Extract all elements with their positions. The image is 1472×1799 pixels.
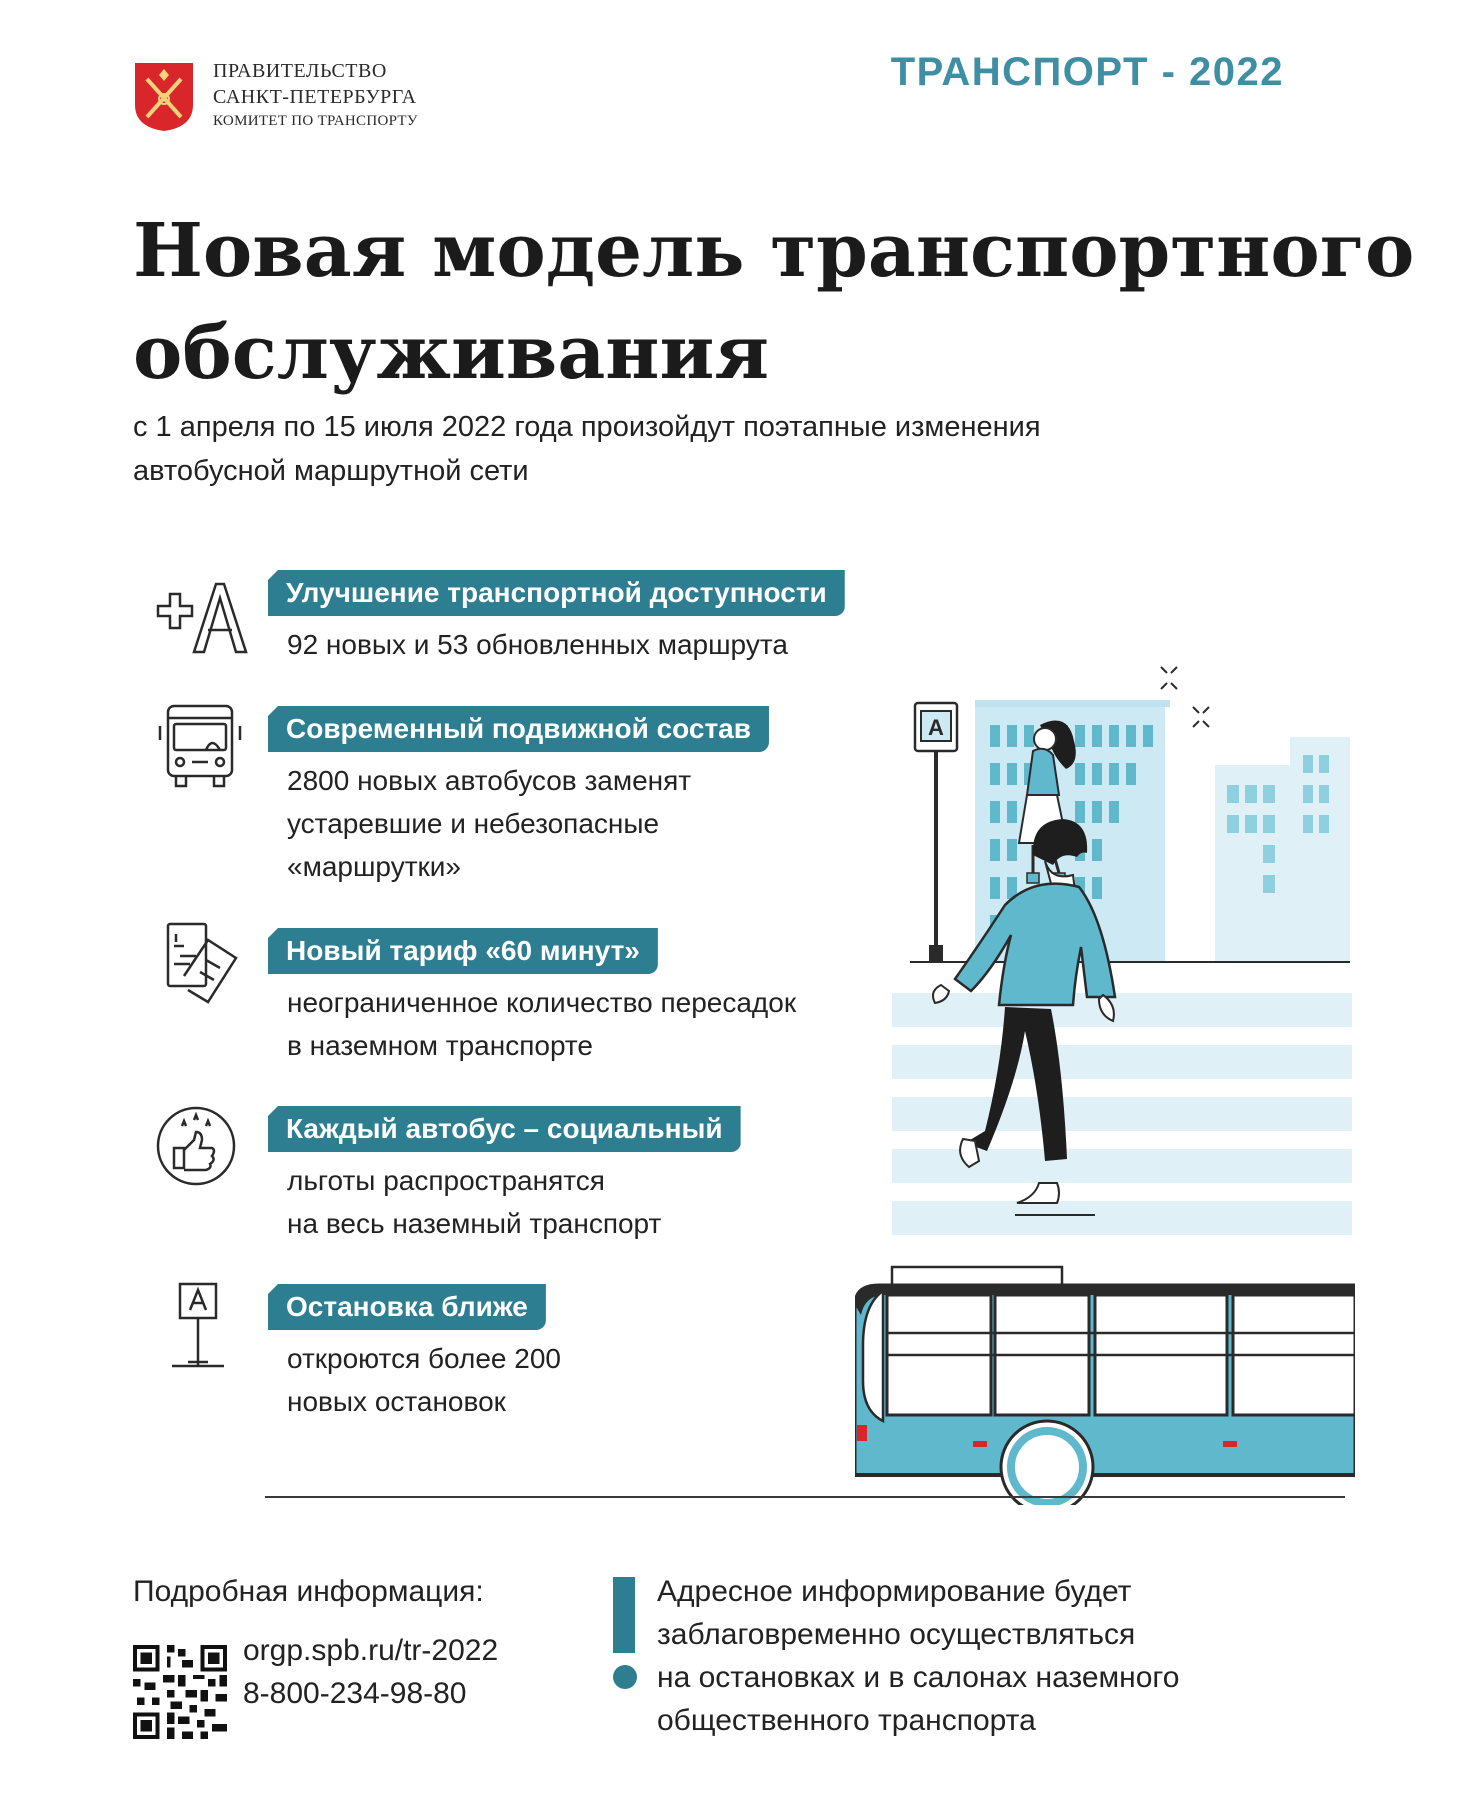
feature-desc-line: 2800 новых автобусов заменят — [287, 765, 692, 796]
qr-code-icon[interactable] — [133, 1645, 227, 1739]
gov-name-line-1: ПРАВИТЕЛЬСТВО — [213, 60, 387, 82]
spb-coat-of-arms-icon — [135, 63, 193, 131]
feature-tag-accessibility: Улучшение транспортной доступности — [268, 570, 845, 616]
feature-tag-rolling-stock: Современный подвижной состав — [268, 706, 769, 752]
feature-desc-line: неограниченное количество пересадок — [287, 987, 797, 1018]
notice-text: Адресное информирование будет заблаговре… — [657, 1570, 1179, 1742]
more-info-label: Подробная информация: — [133, 1575, 484, 1608]
bus-stop-sign-icon — [172, 1282, 224, 1368]
notice-line: Адресное информирование будет — [657, 1575, 1132, 1608]
man-figure — [932, 819, 1117, 1204]
sparkle-icon — [1160, 666, 1210, 728]
bus-stop-sign-illustration: А — [913, 701, 959, 963]
feature-desc-stops: откроются более 200 новых остановок — [287, 1337, 561, 1423]
subtitle-line-2: автобусной маршрутной сети — [133, 455, 529, 487]
notice-line: заблаговременно осуществляться — [657, 1618, 1136, 1651]
bus-illustration — [855, 1265, 1355, 1505]
feature-desc-line: новых остановок — [287, 1386, 506, 1417]
bus-front-icon — [158, 704, 242, 788]
exclamation-dot-icon — [613, 1665, 637, 1689]
divider — [265, 1496, 1345, 1498]
thumbs-up-stars-icon — [156, 1106, 236, 1186]
gov-name-line-2: САНКТ-ПЕТЕРБУРГА — [213, 86, 417, 108]
subtitle: с 1 апреля по 15 июля 2022 года произойд… — [133, 405, 1283, 493]
feature-desc-rolling-stock: 2800 новых автобусов заменят устаревшие … — [287, 759, 691, 888]
page-title-line-2: обслуживания — [133, 310, 770, 396]
feature-desc-line: в наземном транспорте — [287, 1030, 593, 1061]
page-title-line-1: Новая модель транспортного — [133, 208, 1415, 294]
feature-desc-tariff: неограниченное количество пересадок в на… — [287, 981, 796, 1067]
feature-desc-accessibility: 92 новых и 53 обновленных маршрута — [287, 623, 788, 666]
notice-line: на остановках и в салонах наземного — [657, 1661, 1180, 1694]
committee-name: КОМИТЕТ ПО ТРАНСПОРТУ — [213, 113, 418, 129]
contact-url-link[interactable]: orgp.spb.ru/tr-2022 — [243, 1634, 499, 1667]
feature-desc-line: 92 новых и 53 обновленных маршрута — [287, 629, 788, 660]
contact-phone-link[interactable]: 8-800-234-98-80 — [243, 1677, 467, 1710]
feature-tag-social: Каждый автобус – социальный — [268, 1106, 741, 1152]
feature-tag-tariff: Новый тариф «60 минут» — [268, 928, 658, 974]
feature-desc-line: на весь наземный транспорт — [287, 1208, 662, 1239]
exclamation-bar-icon — [613, 1577, 635, 1653]
feature-tag-stops: Остановка ближе — [268, 1284, 546, 1330]
street-illustration: А — [855, 666, 1355, 1505]
feature-desc-line: откроются более 200 — [287, 1343, 561, 1374]
stop-sign-letter: А — [928, 715, 944, 740]
project-tag: ТРАНСПОРТ - 2022 — [890, 50, 1284, 94]
feature-desc-social: льготы распространятся на весь наземный … — [287, 1159, 661, 1245]
feature-desc-line: «маршрутки» — [287, 851, 461, 882]
plus-a-icon — [156, 582, 248, 654]
page-title: Новая модель транспортного обслуживания — [133, 200, 1415, 404]
notice-line: общественного транспорта — [657, 1704, 1036, 1737]
feature-desc-line: устаревшие и небезопасные — [287, 808, 660, 839]
feature-desc-line: льготы распространятся — [287, 1165, 605, 1196]
subtitle-line-1: с 1 апреля по 15 июля 2022 года произойд… — [133, 411, 1041, 443]
crosswalk — [892, 993, 1352, 1235]
tickets-icon — [166, 922, 238, 1004]
